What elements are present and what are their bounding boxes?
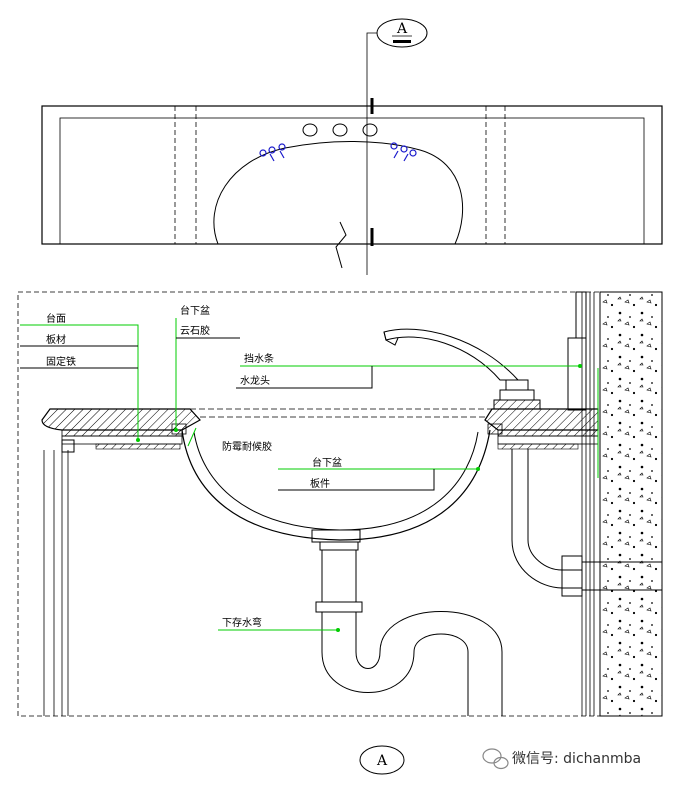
label-splash-strip: 挡水条	[244, 352, 274, 365]
section-tag-top: A	[366, 18, 428, 275]
wall-drain-pipe	[511, 449, 663, 597]
faucet-icon	[383, 328, 541, 410]
faucet-hole-icon	[302, 123, 318, 137]
watermark-text: 微信号: dichanmba	[512, 751, 641, 767]
wall	[599, 291, 663, 717]
label-base-board: 板材	[46, 333, 66, 346]
label-faucet: 水龙头	[240, 374, 270, 387]
clip-icon	[259, 143, 286, 162]
section-tag-bottom: A	[359, 745, 405, 775]
sealant-bead	[171, 423, 187, 435]
label-undermount-basin-top: 台下盆	[180, 304, 210, 317]
countertop-slab	[41, 408, 201, 431]
trap-pipe	[315, 541, 503, 716]
leader-dots	[136, 364, 582, 632]
label-plate: 板件	[310, 477, 330, 490]
labels: 台面 板材 固定铁 台下盆 云石胶 挡水条 水龙头 防霉耐候胶 台下盆 板件 下…	[46, 304, 342, 629]
label-underlines	[20, 337, 435, 491]
label-undermount-basin: 台下盆	[312, 456, 342, 469]
clip-icon	[390, 142, 417, 162]
label-marble-glue: 云石胶	[180, 324, 210, 337]
basin-bowl	[181, 429, 491, 541]
wechat-icon	[482, 748, 509, 770]
section-view: A	[17, 291, 663, 775]
label-trap: 下存水弯	[222, 616, 262, 629]
section-tag-top-text: A	[396, 21, 408, 37]
label-fixing-iron: 固定铁	[46, 355, 76, 368]
splash-strip	[567, 337, 587, 411]
leader-lines	[20, 318, 599, 631]
faucet-hole-icon	[332, 123, 348, 137]
plan-view: A	[41, 18, 663, 275]
label-countertop: 台面	[46, 312, 66, 325]
faucet-hole-icon	[362, 123, 378, 137]
label-mildew-sealant: 防霉耐候胶	[222, 440, 272, 453]
basin-plan-outline	[213, 141, 464, 245]
break-symbol	[335, 221, 347, 269]
section-tag-bottom-text: A	[376, 753, 388, 769]
countertop-outline	[41, 105, 663, 245]
watermark: 微信号: dichanmba	[482, 748, 641, 770]
cabinet-side	[43, 439, 75, 716]
